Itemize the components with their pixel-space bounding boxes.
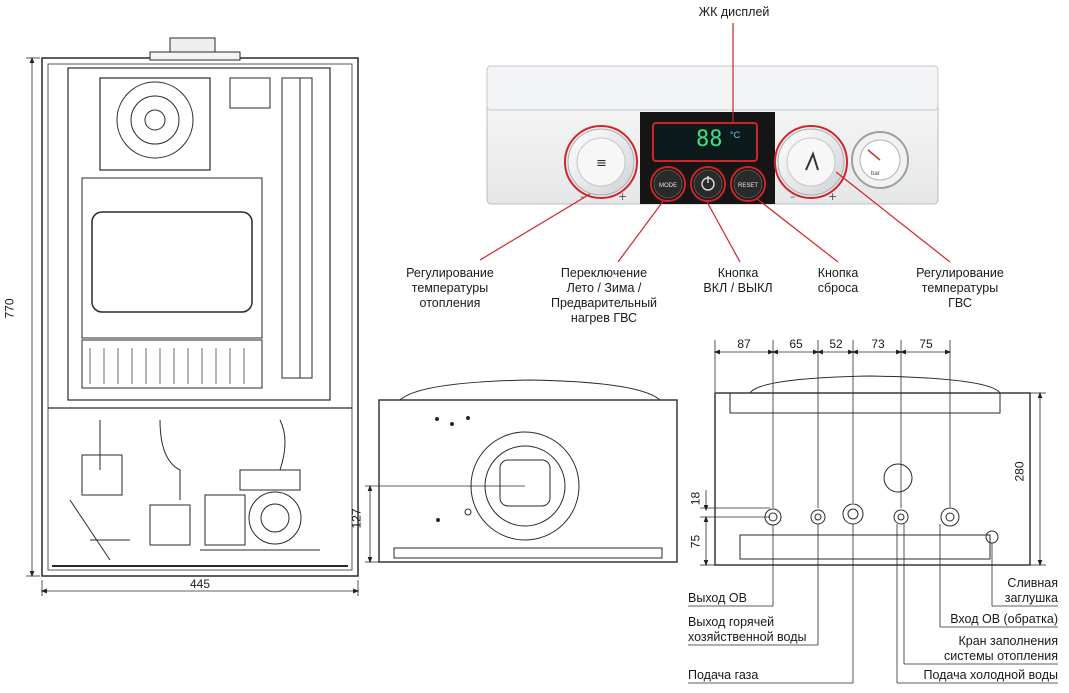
label-heating-return: Вход ОВ (обратка) <box>930 612 1058 627</box>
label-line: ВКЛ / ВЫКЛ <box>703 281 773 295</box>
label-cold-water-in: Подача холодной воды <box>900 668 1058 683</box>
label-line: отопления <box>419 296 481 310</box>
dim-front-height: 770 <box>2 298 17 319</box>
label-line: Кран заполнения <box>958 634 1059 648</box>
dim-spacing-2: 65 <box>789 337 803 351</box>
label-line: хозяйственной воды <box>688 630 807 644</box>
label-line: температуры <box>411 281 489 295</box>
svg-text:+: + <box>618 190 627 203</box>
mode-button[interactable]: MODE <box>659 183 677 189</box>
label-line: Выход ОВ <box>688 591 747 605</box>
label-gas-supply: Подача газа <box>688 668 758 683</box>
dim-spacing-4: 73 <box>871 337 885 351</box>
dim-spacing-5: 75 <box>919 337 933 351</box>
dim-front-width: 445 <box>189 577 211 591</box>
label-line: Кнопка <box>817 266 859 280</box>
svg-text:≡: ≡ <box>596 156 607 171</box>
label-heating-out: Выход ОВ <box>688 591 747 606</box>
svg-text:+: + <box>828 190 837 203</box>
power-button[interactable] <box>696 178 720 190</box>
label-line: Предварительный <box>550 296 658 310</box>
pressure-gauge: bar <box>871 171 880 177</box>
label-line: температуры <box>921 281 999 295</box>
label-line: Подача холодной воды <box>923 668 1058 682</box>
label-line: Переключение <box>560 266 648 280</box>
label-line: Сливная <box>1007 576 1058 590</box>
label-line: сброса <box>817 281 859 295</box>
svg-text:–: – <box>790 190 796 203</box>
label-line: Лето / Зима / <box>566 281 642 295</box>
label-line: Кнопка <box>717 266 759 280</box>
dim-bottom-depth: 280 <box>1012 461 1027 482</box>
display-readout: 88 <box>696 127 723 152</box>
label-line: нагрев ГВС <box>570 311 638 325</box>
svg-text:–: – <box>580 190 586 203</box>
bottom-view <box>688 340 1058 684</box>
display-unit: °C <box>730 130 741 140</box>
dim-spacing-1: 87 <box>737 337 751 351</box>
dim-spacing-3: 52 <box>829 337 843 351</box>
front-view <box>26 37 360 596</box>
dim-top-depth: 127 <box>349 508 364 529</box>
label-line: Регулирование <box>916 266 1004 280</box>
top-view <box>365 379 678 564</box>
dim-offset-18: 18 <box>688 491 703 506</box>
label-line: ГВС <box>948 296 972 310</box>
label-line: заглушка <box>1004 591 1058 605</box>
label-line: Вход ОВ (обратка) <box>950 612 1058 626</box>
label-line: Подача газа <box>688 668 759 682</box>
reset-button[interactable]: RESET <box>737 183 758 189</box>
lcd-display-label: ЖК дисплей <box>698 5 770 19</box>
label-line: Выход горячей <box>688 615 775 629</box>
control-panel: ≡ – + – + <box>479 23 951 263</box>
label-line: Регулирование <box>406 266 494 280</box>
label-line: системы отопления <box>944 649 1058 663</box>
dim-offset-75: 75 <box>688 534 703 549</box>
